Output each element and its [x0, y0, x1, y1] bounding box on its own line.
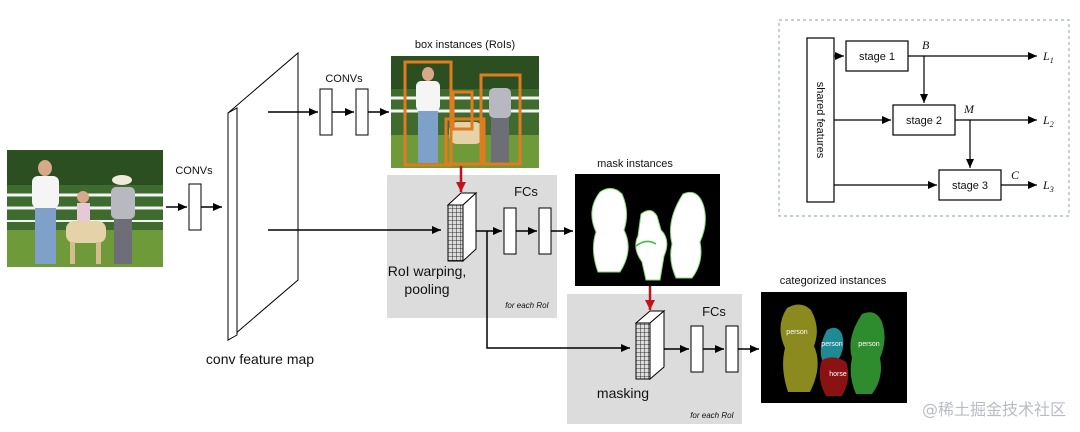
fc-block-2b — [725, 325, 739, 373]
B-label: B — [922, 38, 930, 52]
mask-instances-label: mask instances — [597, 158, 673, 170]
stage2-box — [892, 104, 956, 136]
box-instances-label: box instances (RoIs) — [415, 39, 515, 51]
roi-boxes — [403, 60, 522, 167]
convs-label-1: CONVs — [175, 165, 213, 177]
cat-label-person-3: person — [858, 341, 880, 348]
fc-block-1a — [503, 207, 517, 255]
for-each-roi-label-2: for each RoI — [690, 411, 734, 420]
roi-pooling-grid — [446, 191, 478, 263]
categorized-instances-label: categorized instances — [780, 275, 887, 287]
cascade-inset-border — [778, 19, 1070, 217]
conv-feature-map-label: conv feature map — [206, 351, 314, 367]
conv-block-2b — [355, 88, 369, 136]
shared-features-box — [806, 37, 835, 203]
fcs-label-2: FCs — [702, 304, 726, 319]
stage2-label: stage 2 — [906, 115, 942, 127]
shared-features-label: shared features — [814, 82, 826, 159]
conv-block-1 — [188, 183, 202, 231]
for-each-roi-label-1: for each RoI — [505, 301, 549, 310]
cat-label-person-2: person — [821, 341, 843, 348]
input-photo — [7, 150, 163, 267]
mask-instances-image — [575, 174, 720, 286]
stage1-box — [845, 40, 909, 72]
roi-warping-label-2: pooling — [404, 281, 449, 297]
watermark: @稀土掘金技术社区 — [921, 400, 1066, 419]
cat-label-horse: horse — [829, 371, 847, 378]
categorized-instances-image: person person person horse — [761, 292, 907, 403]
fc-block-1b — [538, 207, 552, 255]
L3-label: L3 — [1042, 178, 1054, 194]
stage1-label: stage 1 — [859, 51, 895, 63]
L2-label: L2 — [1042, 113, 1054, 129]
masking-label: masking — [597, 385, 649, 401]
fc-block-2a — [690, 325, 704, 373]
convs-label-2: CONVs — [325, 73, 363, 85]
stage3-label: stage 3 — [952, 180, 988, 192]
masking-grid — [634, 309, 666, 381]
box-instances-photo — [391, 56, 539, 168]
M-label: M — [963, 102, 975, 116]
conv-block-2a — [319, 88, 333, 136]
C-label: C — [1011, 168, 1020, 182]
fcs-label-1: FCs — [514, 184, 538, 199]
L1-label: L1 — [1042, 49, 1054, 65]
roi-warping-label-1: RoI warping, — [388, 263, 467, 279]
cat-label-person-1: person — [786, 329, 808, 336]
stage3-box — [938, 169, 1002, 201]
conv-feature-map-slab — [227, 51, 299, 342]
